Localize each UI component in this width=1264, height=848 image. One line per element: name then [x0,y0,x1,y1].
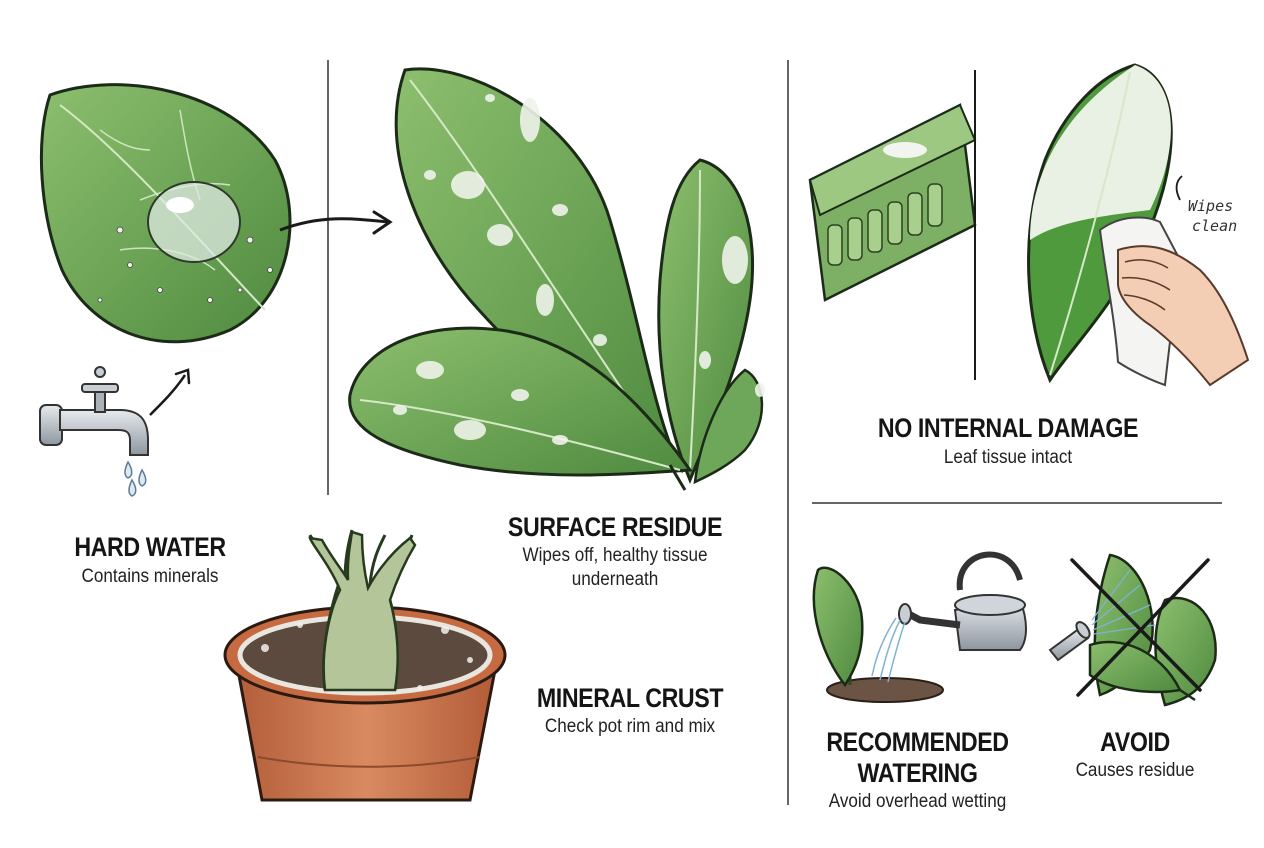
spray-nozzle-icon [1048,621,1091,662]
hard-water-subtitle: Contains minerals [81,566,219,587]
cross-icon [1070,558,1210,697]
terracotta-pot [223,529,507,802]
small-arrow-icon [1175,175,1183,201]
panel-dividers [327,60,1222,805]
hard-water-title: HARD WATER [74,532,226,562]
hand-icon [1117,245,1250,387]
surface-residue-title: SURFACE RESIDUE [507,512,723,542]
leaf-cross-section [808,70,977,380]
hard-water-leaf [39,83,292,344]
water-stream [871,617,906,683]
surface-residue-subtitle-2: underneath [571,569,659,590]
curved-arrow-icon [149,374,187,416]
wipes-clean-note-1: Wipes [1188,197,1234,215]
avoid-plant [1088,553,1217,707]
arrow-icon [279,217,389,232]
water-droplet [147,181,241,263]
mineral-crust-subtitle: Check pot rim and mix [544,716,716,737]
no-internal-damage-subtitle: Leaf tissue intact [943,447,1073,468]
avoid-title: AVOID [1100,727,1170,757]
faucet-icon [39,366,149,497]
mineral-crust-title: MINERAL CRUST [536,683,724,713]
recommended-watering-subtitle: Avoid overhead wetting [828,791,1007,812]
surface-residue-subtitle-1: Wipes off, healthy tissue [522,545,708,566]
no-internal-damage-title: NO INTERNAL DAMAGE [877,413,1139,443]
surface-residue-leaves [348,67,765,491]
watering-can-icon [898,551,1027,651]
recommended-watering-title-2: WATERING [857,758,978,788]
avoid-subtitle: Causes residue [1075,760,1195,781]
seedling-with-soil [812,566,944,703]
recommended-watering-title-1: RECOMMENDED [826,727,1009,757]
wiped-leaf [1027,63,1173,384]
wipes-clean-note-2: clean [1192,217,1238,235]
